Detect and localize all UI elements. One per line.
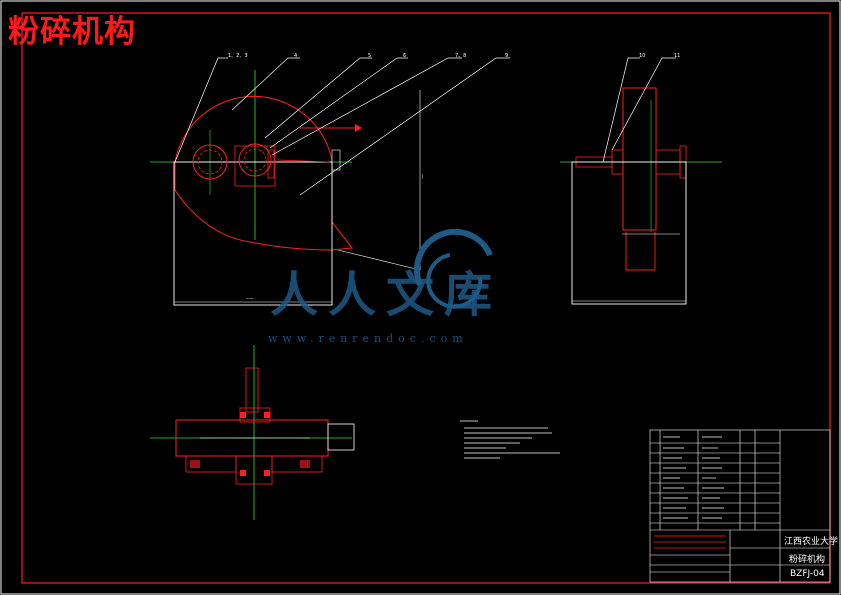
side-view: 10 11 — [560, 53, 722, 305]
drawing-title: 粉碎机构 — [8, 14, 136, 50]
svg-text:|: | — [422, 174, 423, 179]
section-view — [150, 345, 355, 520]
parts-list-text-rows — [663, 436, 724, 519]
callout-label: 9 — [505, 53, 508, 59]
front-view-callout-labels: 1、2、3 4 5 6 7、8 9 — [228, 53, 508, 59]
front-view-leaders — [174, 57, 510, 196]
callout-label: 1、2、3 — [228, 53, 248, 59]
watermark-text: 人人文库 — [270, 267, 503, 323]
callout-label: 6 — [403, 53, 406, 59]
sheet-frame — [21, 12, 831, 584]
signature-grid-redmarks — [654, 535, 726, 549]
school-name: 江西农业大学 — [784, 537, 839, 547]
watermark-logo-icon — [413, 228, 493, 309]
callout-label: 11 — [674, 53, 680, 59]
title-block — [649, 429, 831, 583]
callout-label: 5 — [368, 53, 371, 59]
callout-label: 7、8 — [455, 53, 466, 59]
watermark-url: www.renrendoc.com — [268, 332, 468, 345]
svg-text:——: —— — [246, 296, 254, 301]
drawing-number: BZFJ-04 — [790, 569, 825, 579]
technical-notes — [460, 420, 560, 459]
callout-label: 4 — [294, 53, 297, 59]
front-view: —— | — [150, 70, 423, 306]
title-block-drawing-name: 粉碎机构 — [789, 555, 826, 565]
callout-label: 10 — [639, 53, 645, 59]
